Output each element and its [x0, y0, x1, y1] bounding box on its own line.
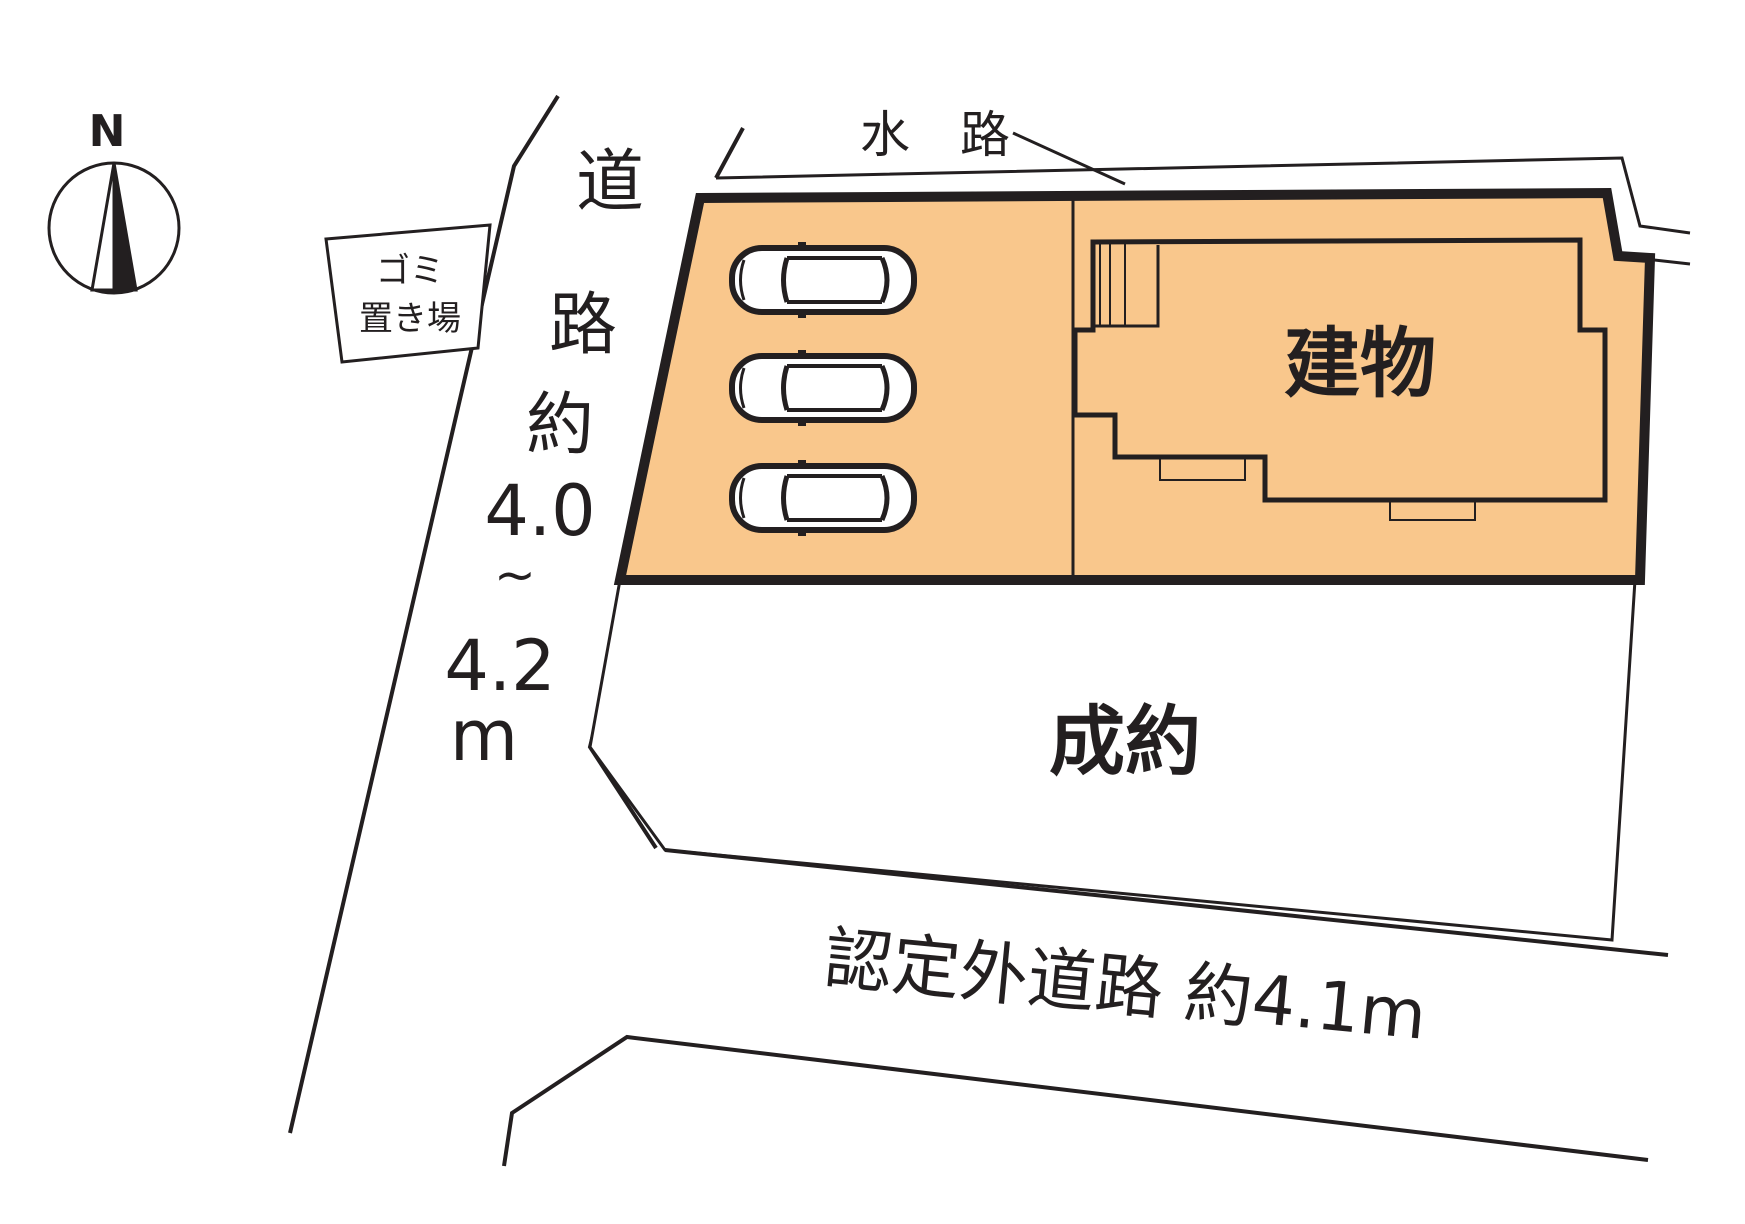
car-icon — [729, 350, 917, 426]
south-road-label: 認定外道路 約4.1m — [821, 919, 1430, 1056]
west-road-char: 道 — [576, 143, 644, 222]
west-road-char: 4.0 — [484, 470, 595, 552]
parking-cars — [729, 242, 917, 536]
sold-lot: 成約 — [588, 578, 1637, 942]
sold-lot-label: 成約 — [1049, 697, 1201, 786]
compass-north-label: N — [89, 106, 126, 157]
south-road — [502, 848, 1669, 1167]
building — [1072, 237, 1608, 521]
west-road-char: m — [450, 695, 518, 777]
west-road-char: 約 — [526, 386, 594, 465]
compass-icon: N — [47, 106, 181, 295]
west-road-char: 4.2 — [444, 625, 555, 707]
garbage-area: ゴミ 置き場 — [324, 223, 492, 364]
waterway-label: 水 路 — [860, 106, 1010, 164]
west-road-label: 道 路 約 4.0 ~ 4.2 m — [444, 143, 644, 777]
garbage-label-line2: 置き場 — [359, 299, 461, 339]
garbage-label-line1: ゴミ — [376, 251, 444, 291]
west-road-char: 路 — [549, 286, 617, 365]
building-label: 建物 — [1284, 319, 1436, 408]
car-icon — [729, 242, 917, 318]
west-road-char: ~ — [494, 546, 536, 604]
car-icon — [729, 460, 917, 536]
